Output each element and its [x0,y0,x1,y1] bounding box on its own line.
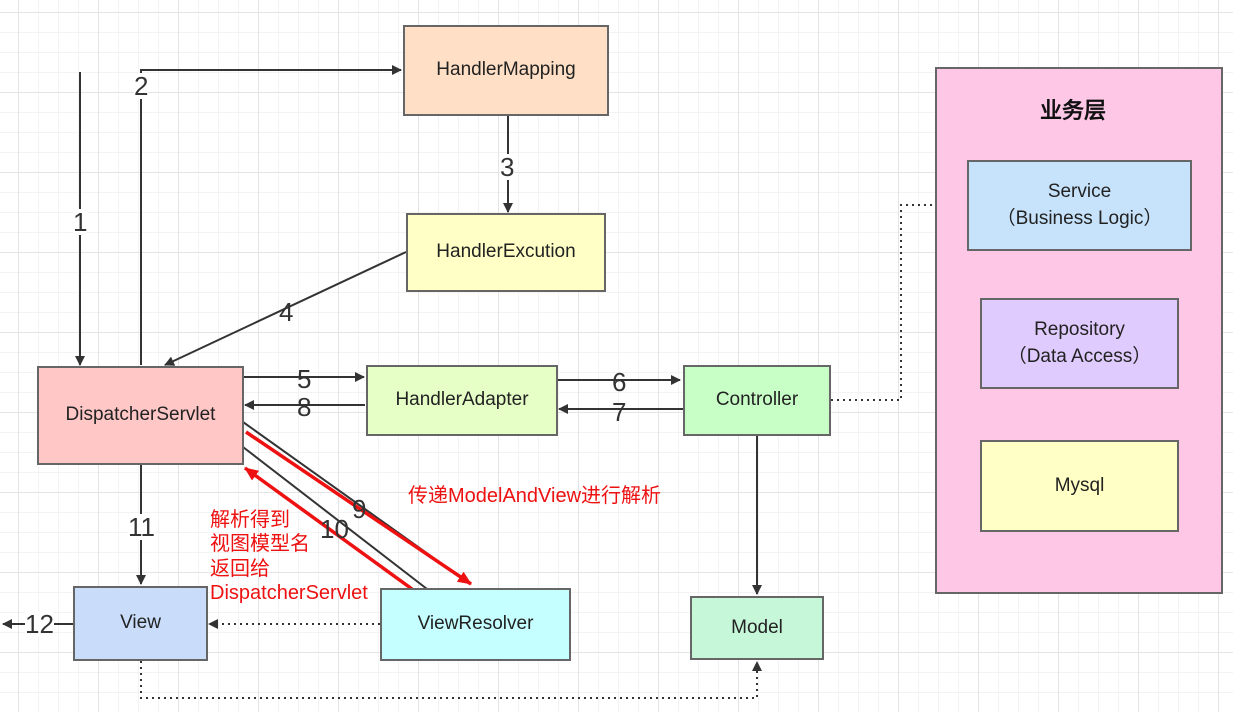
step-label-1: 1 [73,207,88,237]
handler-adapter-box: HandlerAdapter [366,365,558,436]
step-label-5: 5 [297,364,312,394]
model-box: Model [690,596,824,660]
controller-box: Controller [683,365,831,436]
line-step-10 [242,446,428,590]
step-label-12: 12 [25,609,54,639]
annotation-pass-model-and-view: 传递ModelAndView进行解析 [408,485,662,507]
step-label-8: 8 [297,392,312,422]
annotation-line: DispatcherServlet [210,582,368,605]
view-box: View [73,586,208,661]
arrow-step-2 [140,65,402,365]
step-label-10: 10 [320,514,349,544]
step-label-7: 7 [612,397,627,427]
step-label-9: 9 [352,494,367,524]
annotation-line: 视图模型名 [210,533,310,556]
dotted-view-model [140,661,762,699]
step-label-2: 2 [134,71,149,101]
step-label-4: 4 [279,297,294,327]
red-arrow-to-resolver [245,430,472,586]
step-label-6: 6 [612,367,627,397]
arrow-step-4 [164,251,407,366]
annotation-line: 返回给 [210,557,270,580]
service-box: Service （Business Logic） [967,160,1192,251]
step-label-11: 11 [128,512,155,542]
step-label-3: 3 [500,152,515,182]
annotation-resolver-return: 解析得到 视图模型名 返回给 DispatcherServlet [210,508,368,606]
red-arrow-to-dispatcher [243,466,414,591]
handler-mapping-box: HandlerMapping [403,25,609,116]
repository-box: Repository （Data Access） [980,298,1179,389]
annotation-line: 解析得到 [210,509,290,531]
business-layer-title: 业务层 [1040,98,1107,123]
mysql-box: Mysql [980,440,1179,532]
dispatcher-servlet-box: DispatcherServlet [37,366,244,465]
handler-excution-box: HandlerExcution [406,213,606,292]
view-resolver-box: ViewResolver [380,588,571,661]
